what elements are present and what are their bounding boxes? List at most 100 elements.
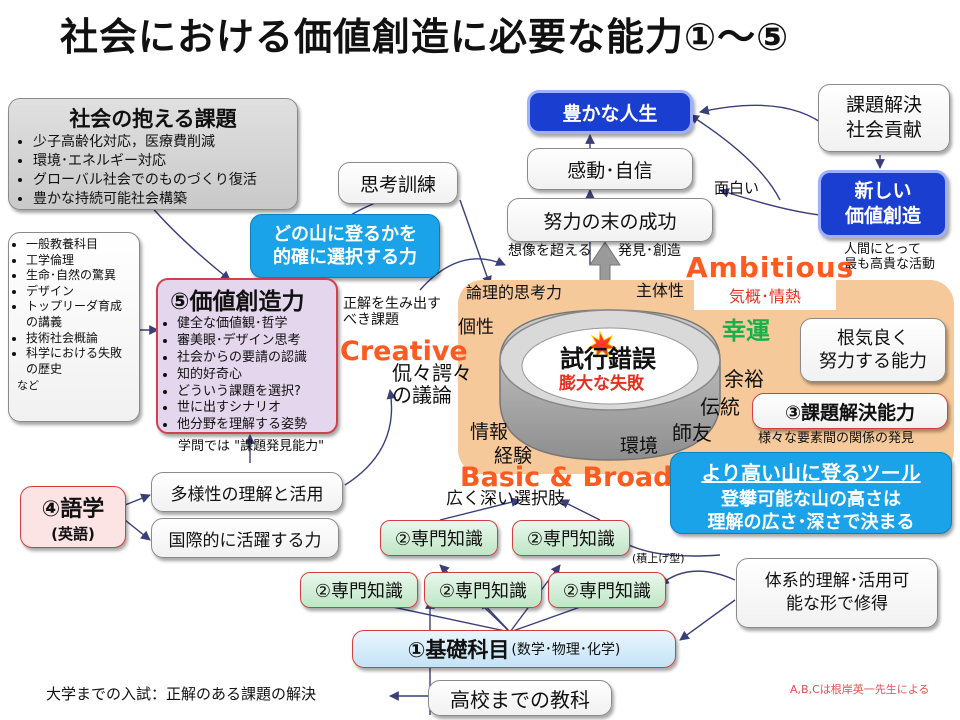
failures-label: 膨大な失敗 — [559, 374, 644, 394]
courses-etc: など — [17, 379, 39, 393]
spirit-label: 気概･情熱 — [728, 287, 801, 306]
course-item: デザイン — [26, 284, 135, 300]
society-issues-heading: 社会の抱える課題 — [69, 107, 237, 131]
effort-success-box: 努力の末の成功 — [507, 198, 713, 242]
courses-list: 一般教養科目 工学倫理 生命･自然の驚異 デザイン トップリーダ育成の講義 技術… — [13, 237, 135, 377]
value-creation-list: 健全な価値観･哲学 審美眼･デザイン思考 社会からの要請の認識 知的好奇心 どう… — [164, 316, 330, 434]
course-item: 一般教養科目 — [26, 237, 135, 253]
expertise-label: ②専門知識 — [562, 581, 652, 602]
thinking-training-box: 思考訓練 — [338, 162, 458, 204]
personality-label: 個性 — [458, 317, 494, 338]
new-value-label: 新しい 価値創造 — [844, 180, 921, 227]
environment-label: 環境 — [620, 435, 659, 457]
value-creation-item: 健全な価値観･哲学 — [177, 316, 330, 333]
basic-subjects-label: ①基礎科目 — [407, 638, 510, 662]
high-school-label: 高校までの教科 — [450, 687, 590, 712]
discovery-label: 学問では "課題発見能力" — [178, 439, 325, 454]
margin-label: 余裕 — [724, 367, 764, 391]
language-box: ④語学 (英語) — [20, 486, 126, 548]
language-sub: (英語) — [51, 525, 95, 543]
society-issue-item: 少子高齢化対応，医療費削減 — [33, 133, 289, 152]
value-creation-heading: ⑤価値創造力 — [170, 289, 305, 315]
basic-subjects-sub: (数学･物理･化学) — [511, 642, 621, 658]
society-issues-box: 社会の抱える課題 少子高齢化対応，医療費削減 環境･エネルギー対応 グローバル社… — [8, 98, 298, 210]
rich-life-label: 豊かな人生 — [562, 102, 658, 125]
course-item: 科学における失敗の歴史 — [26, 346, 126, 377]
noble-activity-label: 人間にとって 最も高貴な活動 — [844, 242, 936, 272]
wide-choice-label: 広く深い選択肢 — [446, 489, 565, 509]
creative-label: Creative — [340, 336, 468, 367]
language-label: ④語学 — [41, 497, 105, 522]
value-creation-item: 社会からの要請の認識 — [177, 350, 330, 367]
page-title: 社会における価値創造に必要な能力①～⑤ — [60, 15, 790, 59]
ambitious-label: Ambitious — [686, 251, 855, 284]
expertise-box: ②専門知識 — [548, 572, 666, 608]
expertise-label: ②専門知識 — [526, 529, 616, 550]
mountain-choice-label: どの山に登るかを 的確に選択する力 — [273, 223, 417, 268]
mountain-choice-box: どの山に登るかを 的確に選択する力 — [250, 214, 440, 278]
stacked-label: (積上げ型) — [632, 552, 685, 565]
discovery-creation-label: 発見･創造 — [618, 243, 681, 259]
perseverance-box: 根気良く 努力する能力 — [800, 318, 946, 382]
bowl-ring — [499, 309, 721, 461]
entrance-exam-label: 大学までの入試：正解のある課題の解決 — [46, 685, 317, 703]
beyond-imagination-label: 想像を超える — [508, 243, 592, 259]
course-item: 技術社会概論 — [26, 331, 135, 347]
systematic-label: 体系的理解･活用可 能な形で修得 — [764, 571, 910, 614]
international-label: 国際的に活躍する力 — [168, 530, 322, 551]
debate-label: 侃々諤々 の議論 — [392, 361, 472, 407]
emotion-label: 感動･自信 — [567, 159, 653, 182]
interesting-label: 面白い — [714, 179, 760, 197]
society-issue-item: 環境･エネルギー対応 — [33, 152, 289, 171]
value-creation-box: ⑤価値創造力 健全な価値観･哲学 審美眼･デザイン思考 社会からの要請の認識 知… — [156, 278, 338, 434]
thinking-training-label: 思考訓練 — [359, 173, 436, 196]
luck-label: 幸運 — [722, 317, 770, 345]
diversity-label: 多様性の理解と活用 — [170, 484, 324, 505]
expertise-box: ②専門知識 — [424, 572, 542, 608]
basic-subjects-box: ①基礎科目 (数学･物理･化学) — [352, 630, 676, 668]
expertise-box: ②専門知識 — [512, 520, 630, 556]
diversity-box: 多様性の理解と活用 — [151, 472, 343, 512]
relation-discovery-label: 様々な要素間の関係の発見 — [758, 431, 915, 446]
value-creation-item: 他分野を理解する姿勢 — [177, 417, 330, 434]
international-box: 国際的に活躍する力 — [151, 518, 339, 558]
systematic-box: 体系的理解･活用可 能な形で修得 — [736, 558, 938, 628]
higher-tool-box: より高い山に登るツール 登攀可能な山の高さは 理解の広さ･深さで決まる — [670, 452, 952, 534]
basic-broad-label: Basic & Broad — [460, 462, 673, 493]
effort-success-label: 努力の末の成功 — [543, 210, 677, 233]
solve-contribute-label: 課題解決 社会貢献 — [845, 94, 922, 141]
initiative-label: 主体性 — [636, 281, 685, 300]
information-label: 情報 — [470, 421, 509, 443]
credit-label: A,B,Cは根岸英一先生による — [790, 683, 930, 696]
society-issue-item: グローバル社会でのものづくり復活 — [33, 171, 289, 190]
emotion-box: 感動･自信 — [527, 148, 693, 190]
expertise-label: ②専門知識 — [394, 529, 484, 550]
new-value-box: 新しい 価値創造 — [818, 170, 948, 238]
expertise-box: ②専門知識 — [380, 520, 498, 556]
trial-label: 試行錯誤 — [560, 345, 656, 373]
value-creation-item: 審美眼･デザイン思考 — [177, 333, 330, 350]
courses-box: 一般教養科目 工学倫理 生命･自然の驚異 デザイン トップリーダ育成の講義 技術… — [8, 232, 140, 422]
problem-solving-box: ③課題解決能力 — [752, 393, 948, 429]
creation-note: 正解を生み出す べき課題 — [343, 296, 441, 329]
problem-solving-label: ③課題解決能力 — [784, 401, 916, 424]
society-issues-list: 少子高齢化対応，医療費削減 環境･エネルギー対応 グローバル社会でのものづくり復… — [17, 133, 289, 209]
higher-tool-title: より高い山に登るツール — [701, 461, 921, 485]
experience-label: 経験 — [494, 445, 533, 467]
rich-life-box: 豊かな人生 — [527, 90, 693, 134]
course-item: 生命･自然の驚異 — [26, 268, 135, 284]
value-creation-item: 世に出すシナリオ — [177, 400, 330, 417]
course-item: トップリーダ育成の講義 — [26, 299, 126, 330]
society-issue-item: 豊かな持続可能社会構築 — [33, 190, 289, 209]
perseverance-label: 根気良く 努力する能力 — [819, 327, 927, 372]
mentor-label: 師友 — [672, 421, 712, 445]
high-school-box: 高校までの教科 — [428, 680, 612, 716]
expertise-label: ②専門知識 — [438, 581, 528, 602]
spirit-box: 気概･情熱 — [694, 280, 836, 310]
expertise-label: ②専門知識 — [314, 581, 404, 602]
value-creation-item: 知的好奇心 — [177, 367, 330, 384]
logical-label: 論理的思考力 — [466, 283, 563, 302]
expertise-box: ②専門知識 — [300, 572, 418, 608]
tradition-label: 伝統 — [700, 395, 740, 419]
value-creation-item: どういう課題を選択? — [177, 384, 330, 401]
